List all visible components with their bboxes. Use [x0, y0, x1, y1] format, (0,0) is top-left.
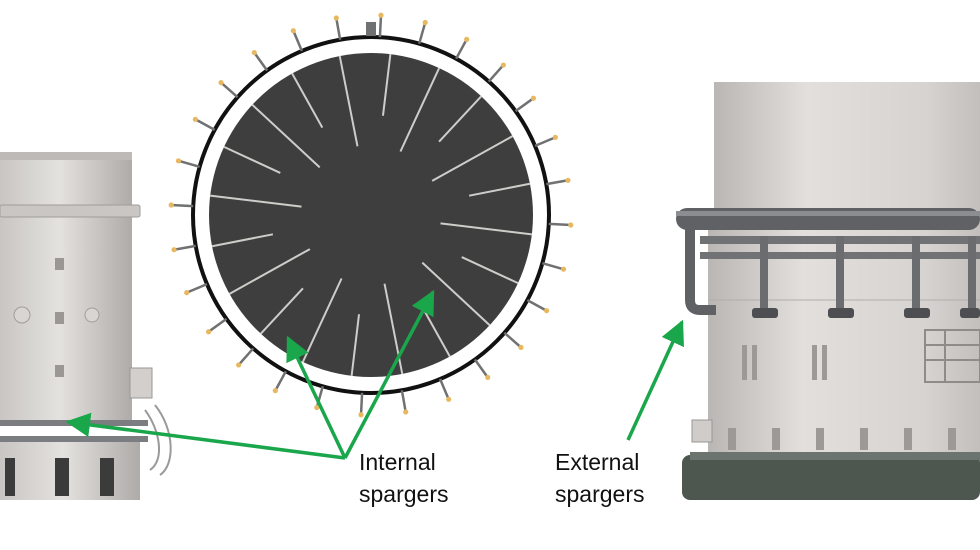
external-sparger-stub [542, 262, 567, 272]
right-vessel-panel [924, 329, 980, 383]
internal-sparger-lance [461, 256, 519, 285]
internal-sparger-lance [301, 278, 343, 363]
internal-sparger-lance [381, 54, 392, 116]
external-sparger-stub [205, 317, 228, 335]
external-sparger-nozzles [752, 308, 980, 318]
internal-sparger-lance [440, 222, 532, 236]
left-vessel-port [55, 312, 64, 324]
left-vessel [0, 152, 172, 500]
internal-sparger-lance [438, 95, 482, 143]
external-sparger-stub [418, 19, 428, 44]
external-sparger-drops [760, 236, 976, 314]
right-vessel-base [682, 455, 980, 500]
external-sparger-stub [333, 15, 342, 40]
external-sparger-stub [218, 80, 239, 99]
right-vessel-slots [728, 345, 956, 450]
left-vessel-skirt [0, 442, 140, 500]
left-vessel-sparger-header [0, 436, 148, 442]
internal-sparger-lance [228, 248, 311, 295]
left-vessel-hoses [144, 404, 172, 476]
external-sparger-stub [548, 222, 574, 228]
external-sparger-stub [438, 378, 452, 402]
outer-rim [191, 35, 551, 395]
left-vessel-port [55, 365, 64, 377]
external-sparger-stub [378, 12, 384, 38]
internal-sparger-lance [338, 55, 359, 147]
external-sparger-stub [272, 370, 287, 394]
internal-sparger-lance [350, 314, 361, 376]
top-view-vessel [168, 12, 574, 418]
external-sparger-stub [175, 158, 200, 168]
left-vessel-body [0, 155, 132, 420]
external-sparger-stub [184, 282, 208, 296]
top-nozzle [366, 22, 376, 36]
external-sparger-stub [473, 358, 491, 381]
external-spargers-label-line1: External [555, 449, 639, 475]
right-vessel [676, 82, 980, 500]
internal-sparger-lance [251, 104, 321, 169]
external-header-pipe-highlight [676, 211, 980, 216]
external-sparger-stub [192, 116, 216, 131]
external-sparger-stub [487, 62, 506, 83]
left-vessel-nozzle [84, 307, 100, 323]
internal-sparger-lance [223, 145, 281, 174]
internal-sparger-lance [291, 72, 324, 129]
right-vessel-base-top [690, 452, 980, 460]
left-vessel-flange [0, 204, 141, 218]
external-sparger-stubs [168, 12, 574, 418]
external-sparger-stub [236, 347, 255, 368]
internal-spargers-label-line1: Internal [359, 449, 436, 475]
vessel-interior [209, 53, 533, 377]
arrow-to-internal-sparger-left [286, 335, 347, 459]
left-vessel-nozzle [13, 306, 31, 324]
external-sparger-stub [168, 202, 194, 208]
left-vessel-top [0, 152, 132, 160]
external-sparger-stub [546, 177, 571, 186]
arrow-to-internal-sparger-right [343, 289, 435, 459]
left-vessel-drops [5, 458, 114, 496]
left-vessel-port [55, 258, 64, 270]
annotation-arrows [65, 289, 684, 460]
external-sparger-stub [534, 134, 558, 148]
external-sparger-stub [171, 244, 196, 253]
external-sparger-stub [251, 49, 269, 72]
external-sparger-stub [503, 331, 524, 350]
internal-sparger-lance [210, 194, 302, 208]
internal-spargers-label-line2: spargers [359, 481, 448, 507]
left-vessel-side-nozzle [129, 367, 153, 399]
external-sparger-stub [290, 28, 304, 52]
internal-sparger-lance [260, 287, 304, 335]
arrow-to-external-sparger [626, 319, 684, 441]
internal-sparger-lance [468, 182, 531, 197]
internal-sparger-lance [431, 135, 514, 182]
right-vessel-upper [714, 82, 980, 212]
external-sparger-stub [400, 390, 409, 415]
internal-sparger-lance [399, 67, 441, 152]
external-spargers-label-line2: spargers [555, 481, 644, 507]
external-sparger-stub [358, 392, 364, 418]
external-sparger-stub [514, 95, 537, 113]
external-inlet-pipe [685, 218, 716, 315]
internal-sparger-lance [421, 261, 491, 326]
external-sparger-stub [455, 36, 470, 60]
arrow-to-left-vessel [65, 412, 346, 460]
external-sparger-stub [526, 299, 550, 314]
internal-sparger-lance [211, 233, 274, 248]
right-vessel-drain-nozzle [691, 419, 713, 443]
